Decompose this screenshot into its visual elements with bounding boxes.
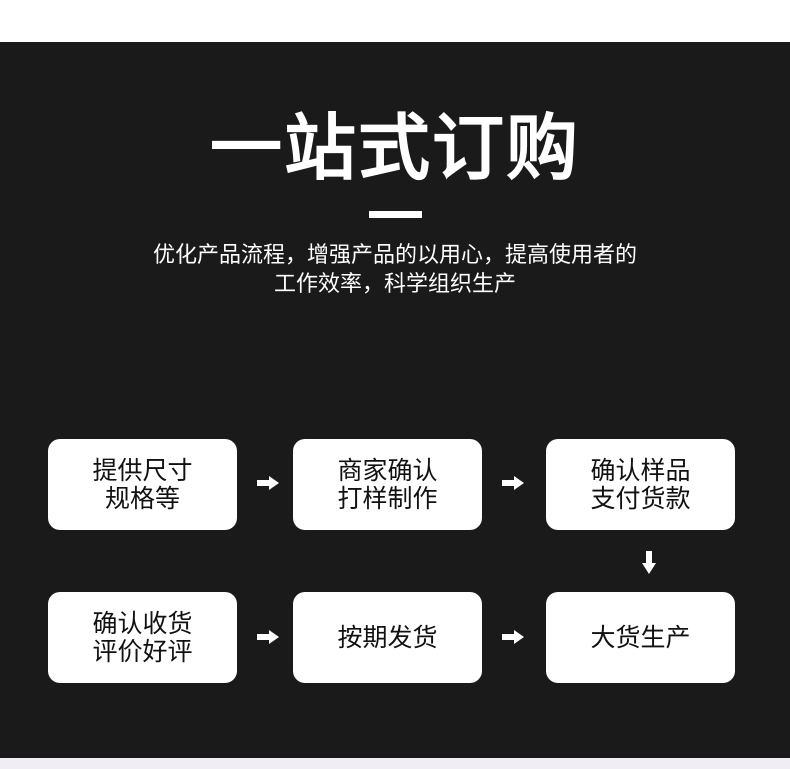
arrow-right-icon xyxy=(257,476,279,490)
arrow-down-icon xyxy=(642,551,656,574)
step-merchant-sample: 商家确认 打样制作 xyxy=(293,439,482,530)
step-ship-on-time: 按期发货 xyxy=(293,592,482,683)
step-label-line: 打样制作 xyxy=(337,483,438,513)
step-label-line: 规格等 xyxy=(104,483,180,513)
subtitle: 优化产品流程，增强产品的以用心，提高使用者的 工作效率，科学组织生产 xyxy=(0,241,790,299)
subtitle-line-2: 工作效率，科学组织生产 xyxy=(273,272,516,297)
title-divider xyxy=(369,211,422,218)
step-label-line: 支付货款 xyxy=(590,483,691,513)
step-label-line: 按期发货 xyxy=(337,622,438,652)
top-white-strip xyxy=(0,0,790,42)
step-label-line: 商家确认 xyxy=(337,455,438,485)
arrow-right-icon xyxy=(502,630,524,644)
step-confirm-receipt: 确认收货 评价好评 xyxy=(48,592,237,683)
arrow-right-icon xyxy=(257,630,279,644)
subtitle-line-1: 优化产品流程，增强产品的以用心，提高使用者的 xyxy=(152,243,637,268)
step-label-line: 提供尺寸 xyxy=(92,455,193,485)
bottom-light-strip xyxy=(0,758,790,769)
step-confirm-payment: 确认样品 支付货款 xyxy=(546,439,735,530)
step-label-line: 评价好评 xyxy=(92,636,193,666)
step-mass-production: 大货生产 xyxy=(546,592,735,683)
step-provide-specs: 提供尺寸 规格等 xyxy=(48,439,237,530)
page-title: 一站式订购 xyxy=(209,106,580,190)
arrow-right-icon xyxy=(502,476,524,490)
step-label-line: 确认收货 xyxy=(92,608,193,638)
step-label-line: 确认样品 xyxy=(590,455,691,485)
step-label-line: 大货生产 xyxy=(590,622,691,652)
